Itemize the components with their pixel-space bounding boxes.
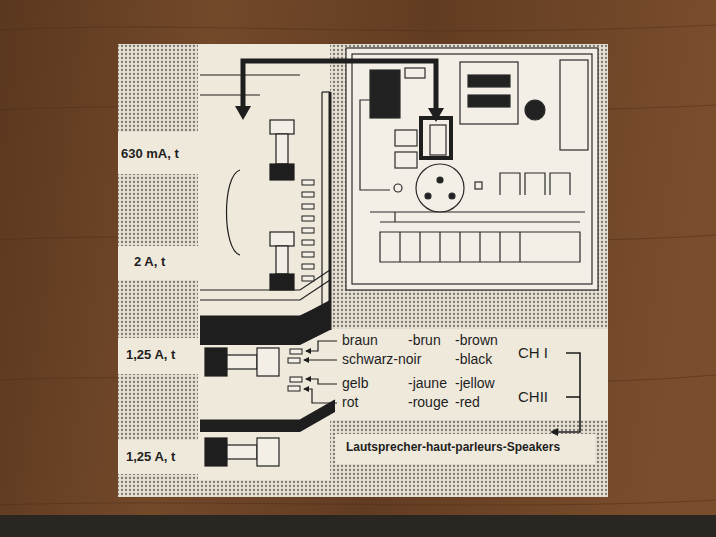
label-card <box>118 44 608 497</box>
fuse-or-wire-label: rot <box>342 394 358 410</box>
light-band <box>118 338 200 374</box>
bottom-strip <box>0 515 716 537</box>
fuse-horizontal <box>205 348 279 466</box>
fuse-or-wire-label: -black <box>455 351 492 367</box>
light-band <box>118 440 200 474</box>
fuse-or-wire-label: -brun <box>408 332 441 348</box>
fuse-or-wire-label: -jellow <box>455 375 495 391</box>
fuse-or-wire-label: 2 A, t <box>134 255 165 270</box>
halftone <box>198 480 330 497</box>
light-band <box>118 132 200 174</box>
chassis <box>200 75 335 430</box>
channel-bracket <box>552 353 580 432</box>
light-band <box>335 434 595 464</box>
fuse-or-wire-label: schwarz-noir <box>342 351 421 367</box>
fuse-or-wire-label: -red <box>455 394 480 410</box>
fuse-or-wire-label: -brown <box>455 332 498 348</box>
wood-grain <box>0 25 716 505</box>
location-arrow <box>243 61 436 114</box>
shelf <box>200 400 335 432</box>
halftone <box>330 44 608 329</box>
shelf <box>200 300 330 345</box>
fuse-or-wire-label: braun <box>342 332 378 348</box>
fuse-vertical <box>270 120 294 290</box>
arrow-head <box>235 106 251 120</box>
wire-leader <box>304 341 337 403</box>
device-panel <box>346 48 598 290</box>
fuse-or-wire-label: 630 mA, t <box>121 147 179 162</box>
fuse-or-wire-label: gelb <box>342 375 368 391</box>
fuse-or-wire-label: CHII <box>518 388 548 405</box>
fuse-or-wire-label: -rouge <box>408 394 448 410</box>
fuse-or-wire-label: 1,25 A, t <box>126 348 175 363</box>
fuse-or-wire-label: Lautsprecher-haut-parleurs-Speakers <box>346 441 560 455</box>
fuse-or-wire-label: -jaune <box>408 375 447 391</box>
fuse-or-wire-label: 1,25 A, t <box>126 450 175 465</box>
fuse-or-wire-label: CH I <box>518 344 548 361</box>
fuse-box-mark <box>421 118 451 158</box>
light-band <box>118 246 200 280</box>
